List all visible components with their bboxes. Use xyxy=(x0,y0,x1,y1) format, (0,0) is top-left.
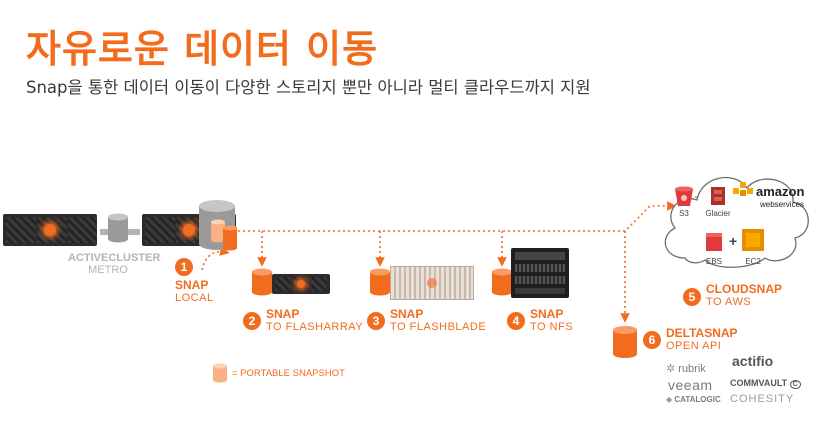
nfs-server-target xyxy=(511,248,569,298)
step-1-title: SNAP xyxy=(175,278,209,292)
step-1-sub: LOCAL xyxy=(175,292,214,304)
webservices-wordmark: webservices xyxy=(760,200,805,209)
flashblade-target xyxy=(390,266,474,300)
s3-label: S3 xyxy=(679,209,689,218)
step-2-title: SNAP xyxy=(266,307,300,321)
amazon-wordmark: amazon xyxy=(756,184,805,199)
partner-actifio: actifio xyxy=(732,353,774,369)
partner-catalogic: ◆ CATALOGIC xyxy=(666,395,721,404)
local-storage-cylinder-icon xyxy=(199,200,237,251)
flasharray-snapshot-icon xyxy=(252,268,272,296)
main-connector xyxy=(238,201,677,232)
partner-rubrik: ✲ rubrik xyxy=(666,363,706,375)
step-5-sub: TO AWS xyxy=(706,296,752,308)
step-4-title: SNAP xyxy=(530,307,564,321)
plus-icon: + xyxy=(729,233,738,249)
activecluster-label: ACTIVECLUSTER xyxy=(68,252,161,264)
step-1-badge: 1 xyxy=(175,258,193,276)
flasharray-source-left xyxy=(3,214,97,246)
glacier-label: Glacier xyxy=(705,209,731,218)
ec2-label: EC2 xyxy=(745,257,761,266)
step-4-sub: TO NFS xyxy=(530,321,574,333)
nfs-snapshot-icon xyxy=(492,268,512,296)
step-6-badge: 6 xyxy=(643,331,661,349)
partner-cohesity: COHESITY xyxy=(730,393,795,405)
ebs-icon xyxy=(706,233,722,251)
glacier-icon xyxy=(711,187,725,205)
legend-text: = PORTABLE SNAPSHOT xyxy=(232,368,345,379)
ec2-icon xyxy=(742,229,764,251)
step-5-badge: 5 xyxy=(683,288,701,306)
step-5-title: CLOUDSNAP xyxy=(706,282,783,296)
flashblade-snapshot-icon xyxy=(370,268,390,296)
partner-commvault: COMMVAULT C xyxy=(730,378,801,389)
step-6-title: DELTASNAP xyxy=(666,326,738,340)
ebs-label: EBS xyxy=(705,257,722,266)
step-3-sub: TO FLASHBLADE xyxy=(390,321,487,333)
aws-cloud-shape xyxy=(664,177,809,268)
step-6-sub: OPEN API xyxy=(666,340,722,352)
partner-veeam: veeam xyxy=(668,377,713,393)
activecluster-cylinder-icon xyxy=(108,213,128,243)
deltasnap-cylinder-icon xyxy=(613,326,637,358)
page-title: 자유로운 데이터 이동 xyxy=(26,27,379,71)
flasharray-target xyxy=(272,274,330,294)
connector-local xyxy=(201,246,230,271)
portable-snapshot-legend-icon xyxy=(213,363,227,383)
step-2-sub: TO FLASHARRAY xyxy=(266,321,364,333)
step-4-badge: 4 xyxy=(507,312,525,330)
step-3-badge: 3 xyxy=(367,312,385,330)
step-2-badge: 2 xyxy=(243,312,261,330)
activecluster-sublabel: METRO xyxy=(88,264,128,276)
s3-bucket-icon xyxy=(675,186,693,206)
aws-cubes-icon xyxy=(733,182,753,196)
page-subtitle: Snap을 통한 데이터 이동이 다양한 스토리지 뿐만 아니라 멀티 클라우드… xyxy=(26,78,591,97)
step-3-title: SNAP xyxy=(390,307,424,321)
